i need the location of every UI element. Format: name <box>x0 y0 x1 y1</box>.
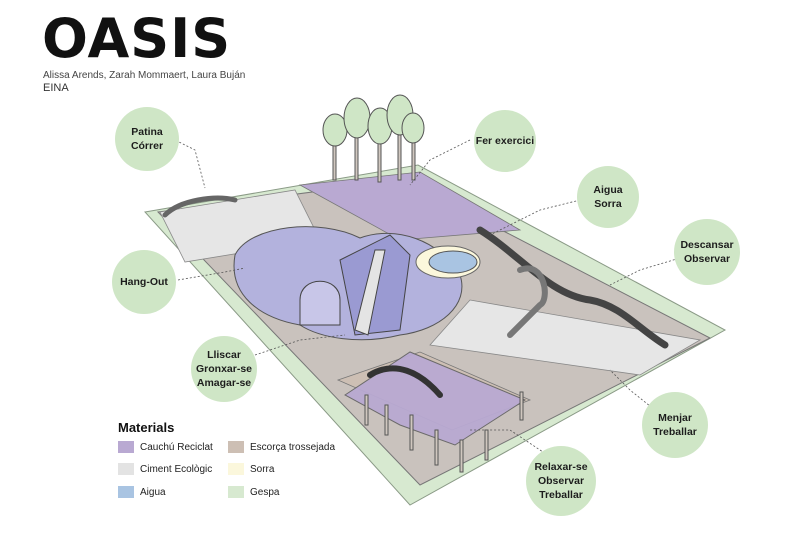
legend-item-gespa: Gespa <box>228 486 279 498</box>
rubber-cushion-area <box>344 351 527 446</box>
legend-item-escorca: Escorça trossejada <box>228 441 335 453</box>
bubble-aigua-label: Aigua Sorra <box>593 184 623 210</box>
legend-title: Materials <box>118 420 175 435</box>
legend-label: Gespa <box>250 486 280 498</box>
legend-label: Aigua <box>140 486 166 498</box>
bubble-hangout: Hang-Out <box>112 250 176 314</box>
bubble-aigua: Aigua Sorra <box>577 166 639 228</box>
bubble-menjar: Menjar Treballar <box>642 392 708 458</box>
bubble-fer-exercici: Fer exercici <box>474 110 536 172</box>
bubble-lliscar: Lliscar Gronxar-se Amagar-se <box>191 336 257 402</box>
legend-item-cauchu: Cauchú Reciclat <box>118 441 213 453</box>
bubble-descansar-label: Descansar Observar <box>680 239 734 265</box>
legend-swatch <box>118 463 134 475</box>
tree-trunks <box>364 391 524 473</box>
legend-swatch <box>118 486 134 498</box>
tunnel <box>299 280 341 326</box>
bubble-relaxar: Relaxar-se Observar Treballar <box>526 446 596 516</box>
legend-swatch <box>228 486 244 498</box>
legend-label: Ciment Ecològic <box>140 463 213 475</box>
bubble-patina: Patina Córrer <box>115 107 179 171</box>
legend-label: Sorra <box>250 463 275 475</box>
legend-swatch <box>118 441 134 453</box>
bubble-hangout-label: Hang-Out <box>120 276 168 288</box>
legend-label: Escorça trossejada <box>250 441 336 453</box>
authors-line: Alissa Arends, Zarah Mommaert, Laura Buj… <box>43 70 246 81</box>
legend-item-sorra: Sorra <box>228 463 274 475</box>
bubble-lliscar-label: Lliscar Gronxar-se Amagar-se <box>195 349 253 389</box>
leader-lines <box>164 134 691 461</box>
legend-label: Cauchú Reciclat <box>140 441 213 453</box>
cement-path-right <box>429 299 702 376</box>
organization-label: EINA <box>43 82 69 94</box>
bubble-fer-exercici-label: Fer exercici <box>475 135 535 147</box>
legend-item-ciment: Ciment Ecològic <box>118 463 212 475</box>
curved-slide-right <box>507 265 548 338</box>
bubble-patina-label: Patina Córrer <box>130 126 164 152</box>
legend-swatch <box>228 441 244 453</box>
legend-item-aigua: Aigua <box>118 486 166 498</box>
trees <box>322 94 425 183</box>
page-title: OASIS <box>42 7 232 70</box>
bubble-menjar-label: Menjar Treballar <box>653 412 697 438</box>
skate-ramp <box>162 195 238 218</box>
serpentine-bench <box>476 226 669 349</box>
legend-swatch <box>228 463 244 475</box>
slide <box>354 249 386 336</box>
water-pool <box>428 250 478 274</box>
rocking-bench <box>367 365 443 398</box>
bubble-descansar: Descansar Observar <box>674 219 740 285</box>
bubble-relaxar-label: Relaxar-se Observar Treballar <box>534 461 588 501</box>
